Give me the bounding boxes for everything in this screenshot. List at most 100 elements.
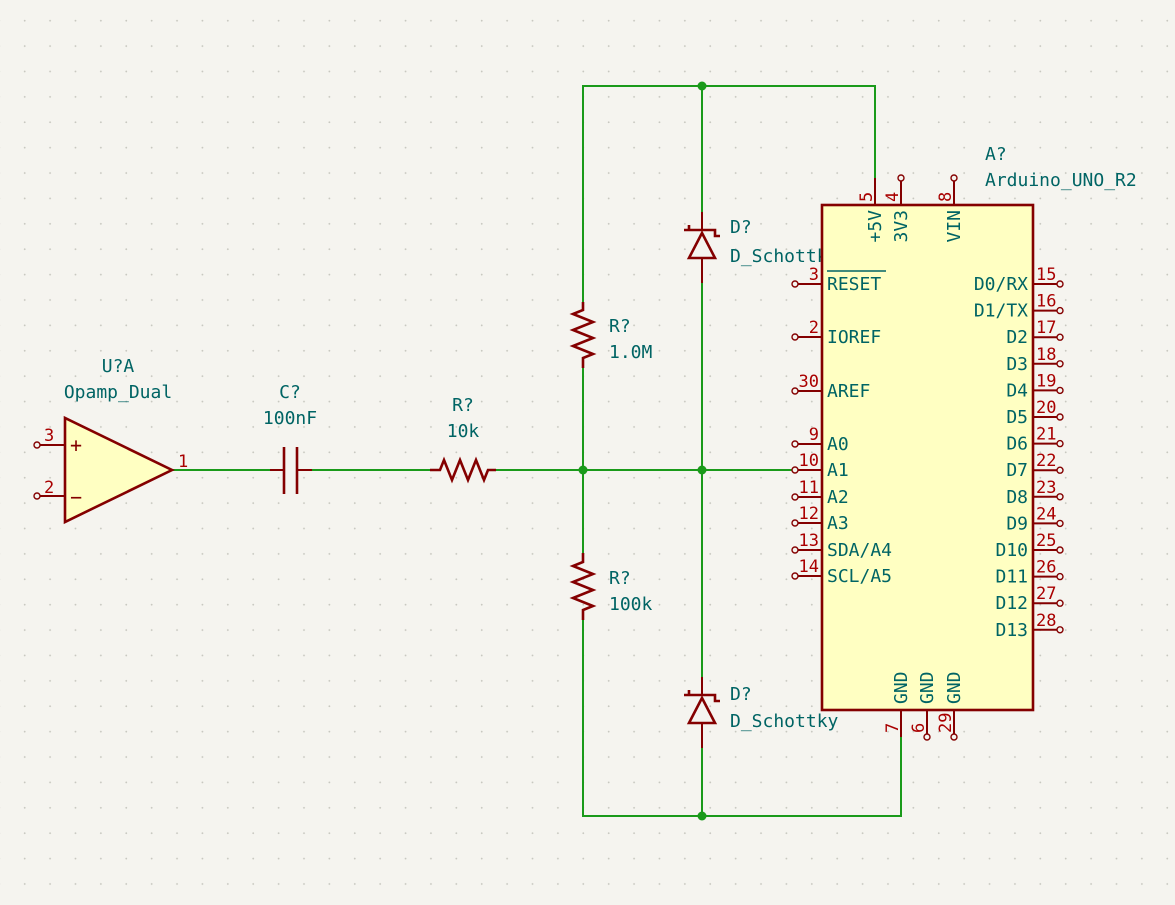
pin-name: RESET [827,274,881,295]
pin-name: D6 [1006,434,1028,455]
pin-end-marker [791,387,799,395]
pin-name: D1/TX [974,301,1028,322]
wire-bottom-left[interactable] [582,620,902,817]
pin-end-marker [1056,280,1064,288]
pin-name: GND [891,671,912,704]
pin-number: 21 [1036,425,1056,445]
resistor-bottom-value: 100k [609,594,653,615]
pin-end-marker [791,519,799,527]
pin-a1[interactable]: 10 A1 [791,451,849,481]
resistor-top-value: 1.0M [609,342,653,363]
junction-dot [578,465,588,475]
pin-d6[interactable]: 21 D6 [1006,425,1064,455]
diode-triangle [686,230,718,260]
pin-end-marker [897,174,905,182]
pin-name: D3 [1006,354,1028,375]
diode-top-symbol[interactable]: D? D_Schottky [684,212,839,283]
pin-number: 28 [1036,611,1056,631]
resistor-top-ref: R? [609,316,631,337]
pin-number: 15 [1036,265,1056,285]
opamp-symbol[interactable]: + − 3 2 1 U?A Opamp_Dual [33,356,188,525]
opamp-pin-number: 3 [44,426,54,446]
pin-name: 3V3 [891,210,912,243]
pin-end-marker [1056,413,1064,421]
pin-number: 14 [799,557,819,577]
pin-name: A1 [827,460,849,481]
pin-end-marker [791,280,799,288]
pin-end-marker [1056,386,1064,395]
pin-a3[interactable]: 12 A3 [791,504,849,534]
pin-name: D2 [1006,327,1028,348]
pin-end-marker [791,493,799,501]
diode-cathode-bar [684,225,720,238]
pin-end-marker [1056,466,1064,474]
junction-dot [697,465,707,475]
pin-number: 10 [799,451,819,471]
junction-dot [697,81,707,91]
arduino-body [820,203,1035,712]
pin-name: D7 [1006,460,1028,481]
diode-bottom-symbol[interactable]: D? D_Schottky [684,677,839,748]
resistor-zigzag [430,456,496,484]
pin-name: +5V [865,210,886,243]
diode-bottom-value: D_Schottky [730,711,839,732]
opamp-ref: U?A [102,356,135,377]
pin-number: 8 [936,192,956,202]
pin-name: D8 [1006,487,1028,508]
pin-end-marker [791,440,799,448]
pin-name: A3 [827,513,849,534]
pin-end-marker [1056,333,1064,341]
pin-end-marker [1056,546,1064,554]
pin-end-marker [1056,439,1064,448]
pin-number: 30 [799,372,819,392]
capacitor-symbol[interactable]: C? 100nF [263,382,317,494]
pin-end-marker [1056,306,1064,315]
pin-number: 12 [799,504,819,524]
pin-number: 9 [809,425,819,445]
arduino-value: Arduino_UNO_R2 [985,170,1137,191]
resistor-series-symbol[interactable]: R? 10k [430,395,496,484]
pin-name: D12 [995,593,1028,614]
pin-end-marker [1056,493,1064,501]
wire-top-rail[interactable] [582,85,876,302]
pin-number: 24 [1036,504,1056,524]
pin-number: 11 [799,478,819,498]
pin-end-marker [33,441,41,449]
pin-number: 26 [1036,558,1056,578]
pin-name: D9 [1006,513,1028,534]
pin-end-marker [791,572,799,580]
resistor-bottom-symbol[interactable]: R? 100k [569,553,653,620]
pin-plus5v[interactable]: 5+5V [857,178,886,243]
junctions [578,81,707,821]
resistor-top-symbol[interactable]: R? 1.0M [569,302,653,368]
pin-d9[interactable]: 24 D9 [1006,504,1064,534]
